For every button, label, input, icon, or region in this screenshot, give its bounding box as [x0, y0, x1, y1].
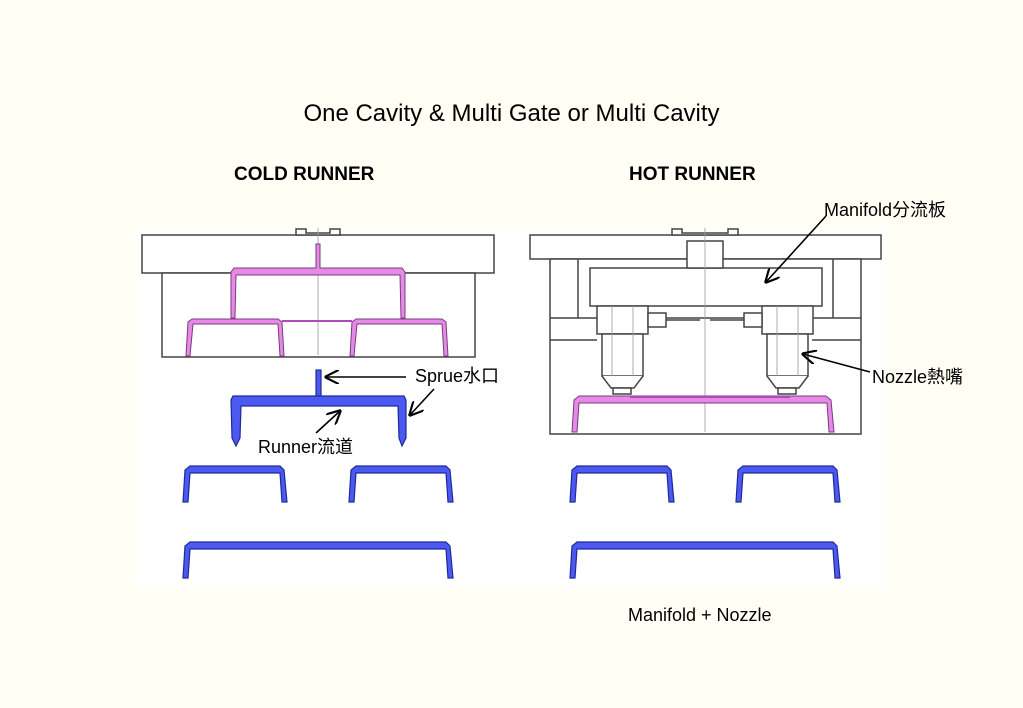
hot-sprue-bushing	[671, 228, 739, 236]
cold-blue-parts	[182, 369, 454, 579]
hot-runner-mold	[529, 228, 882, 435]
manifold-label: Manifold分流板	[824, 200, 947, 220]
cold-cavity-pink-left	[185, 318, 285, 357]
cold-sprue-blue	[315, 369, 322, 399]
nozzle-label: Nozzle熱嘴	[872, 367, 964, 387]
page-title: One Cavity & Multi Gate or Multi Cavity	[303, 100, 720, 127]
hot-pink-plastic	[571, 395, 835, 433]
hot-runner-caption: Manifold + Nozzle	[628, 605, 772, 625]
nozzle-right	[761, 305, 814, 395]
hot-part-blue-left	[569, 465, 675, 503]
cold-part-blue-long	[182, 541, 454, 579]
cold-runner-blue	[230, 395, 407, 448]
manifold-arrow	[766, 215, 827, 282]
manifold-plate	[589, 267, 823, 307]
cold-part-blue-left	[182, 465, 288, 503]
hot-blue-parts	[569, 465, 841, 579]
cold-sprue-bushing	[295, 228, 341, 236]
hot-cavity-pink	[571, 395, 835, 433]
annotation-arrows	[315, 215, 871, 434]
cold-runner-pink	[230, 243, 406, 319]
cold-runner-heading: COLD RUNNER	[234, 164, 375, 185]
hot-part-blue-right	[735, 465, 841, 503]
nozzle-arrow	[803, 354, 871, 373]
cold-cavity-plate	[161, 272, 476, 358]
hot-runner-heading: HOT RUNNER	[629, 164, 756, 185]
cold-cavity-pink-right	[349, 318, 449, 357]
cold-pink-plastic	[185, 243, 449, 357]
nozzle-left	[596, 305, 649, 395]
hot-part-blue-long	[569, 541, 841, 579]
cold-part-blue-right	[348, 465, 454, 503]
sprue-label: Sprue水口	[415, 366, 500, 386]
sprue-arrow-2	[410, 388, 435, 415]
runner-label: Runner流道	[258, 437, 354, 457]
runner-arrow	[315, 411, 340, 434]
